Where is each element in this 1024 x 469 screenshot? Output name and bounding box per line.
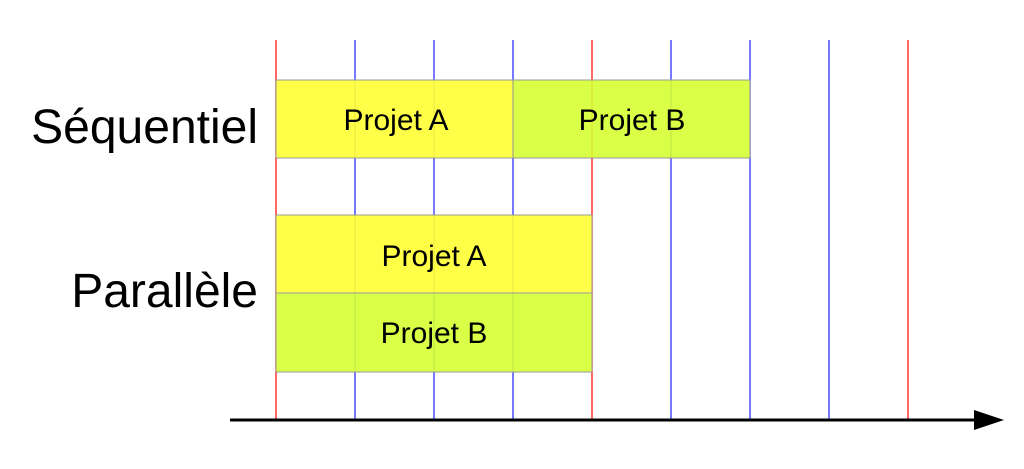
time-axis-arrowhead <box>974 410 1004 430</box>
seq-project-b-bar <box>512 79 751 159</box>
par-project-a-label: Projet A <box>381 240 486 273</box>
seq-project-a-label: Projet A <box>343 104 448 137</box>
par-project-b-label: Projet B <box>381 317 488 350</box>
row-label-parallel: Parallèle <box>71 265 258 318</box>
row-label-sequential: Séquentiel <box>31 101 258 154</box>
seq-project-b-label: Projet B <box>579 104 686 137</box>
par-project-b-bar <box>275 292 593 373</box>
